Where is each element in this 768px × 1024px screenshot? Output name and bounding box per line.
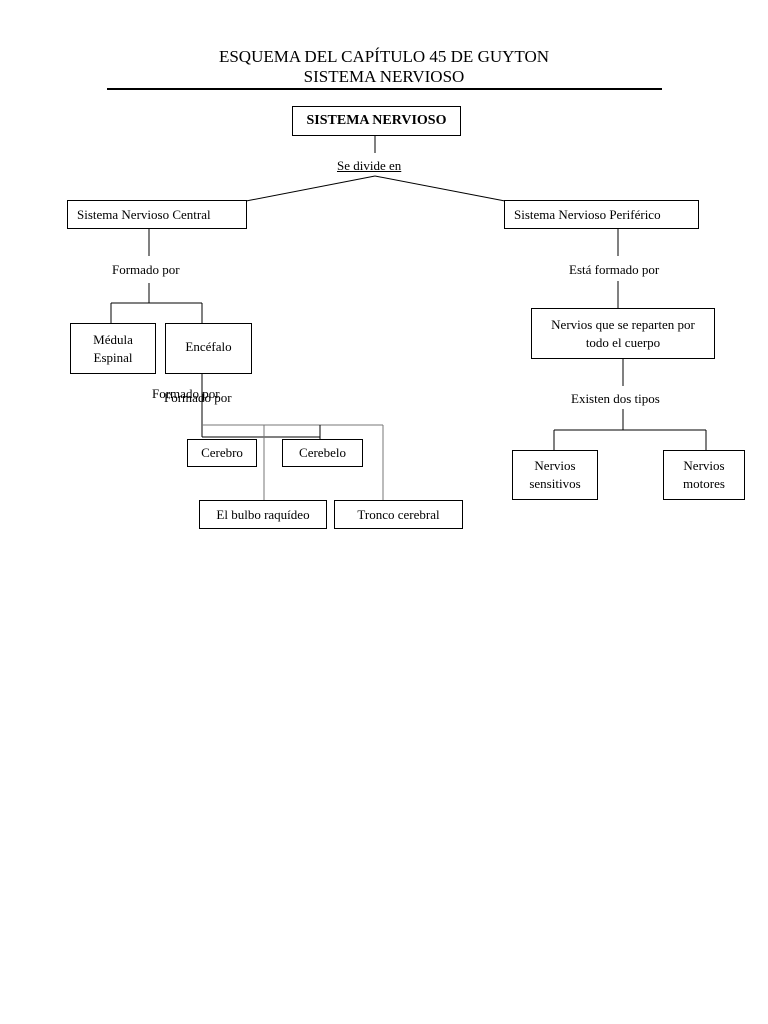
node-nervios-sensitivos: Nervios sensitivos (512, 450, 598, 500)
node-nervios-cuerpo: Nervios que se reparten por todo el cuer… (531, 308, 715, 359)
connector-to-snc (245, 175, 376, 202)
node-encefalo: Encéfalo (165, 323, 252, 374)
label-existen-dos-tipos: Existen dos tipos (571, 391, 660, 406)
node-snp: Sistema Nervioso Periférico (504, 200, 699, 229)
node-cerebro: Cerebro (187, 439, 257, 467)
title-divider (107, 88, 662, 90)
label-formado-por-encefalo-b: Formado por (164, 390, 232, 405)
node-tronco-cerebral: Tronco cerebral (334, 500, 463, 529)
diagram-title-line-1: ESQUEMA DEL CAPÍTULO 45 DE GUYTON (218, 47, 550, 66)
node-snc: Sistema Nervioso Central (67, 200, 247, 229)
node-bulbo-raquideo: El bulbo raquídeo (199, 500, 327, 529)
node-nervios-motores: Nervios motores (663, 450, 745, 500)
connector-to-snp (374, 175, 506, 202)
label-se-divide-en: Se divide en (337, 158, 402, 173)
node-medula-espinal: Médula Espinal (70, 323, 156, 374)
label-esta-formado-por: Está formado por (569, 262, 660, 277)
node-cerebelo: Cerebelo (282, 439, 363, 467)
label-formado-por-encefalo-a: Formado por (152, 386, 220, 401)
node-sistema-nervioso: SISTEMA NERVIOSO (292, 106, 461, 136)
diagram-title-line-2: SISTEMA NERVIOSO (303, 67, 465, 86)
label-formado-por-snc: Formado por (112, 262, 180, 277)
